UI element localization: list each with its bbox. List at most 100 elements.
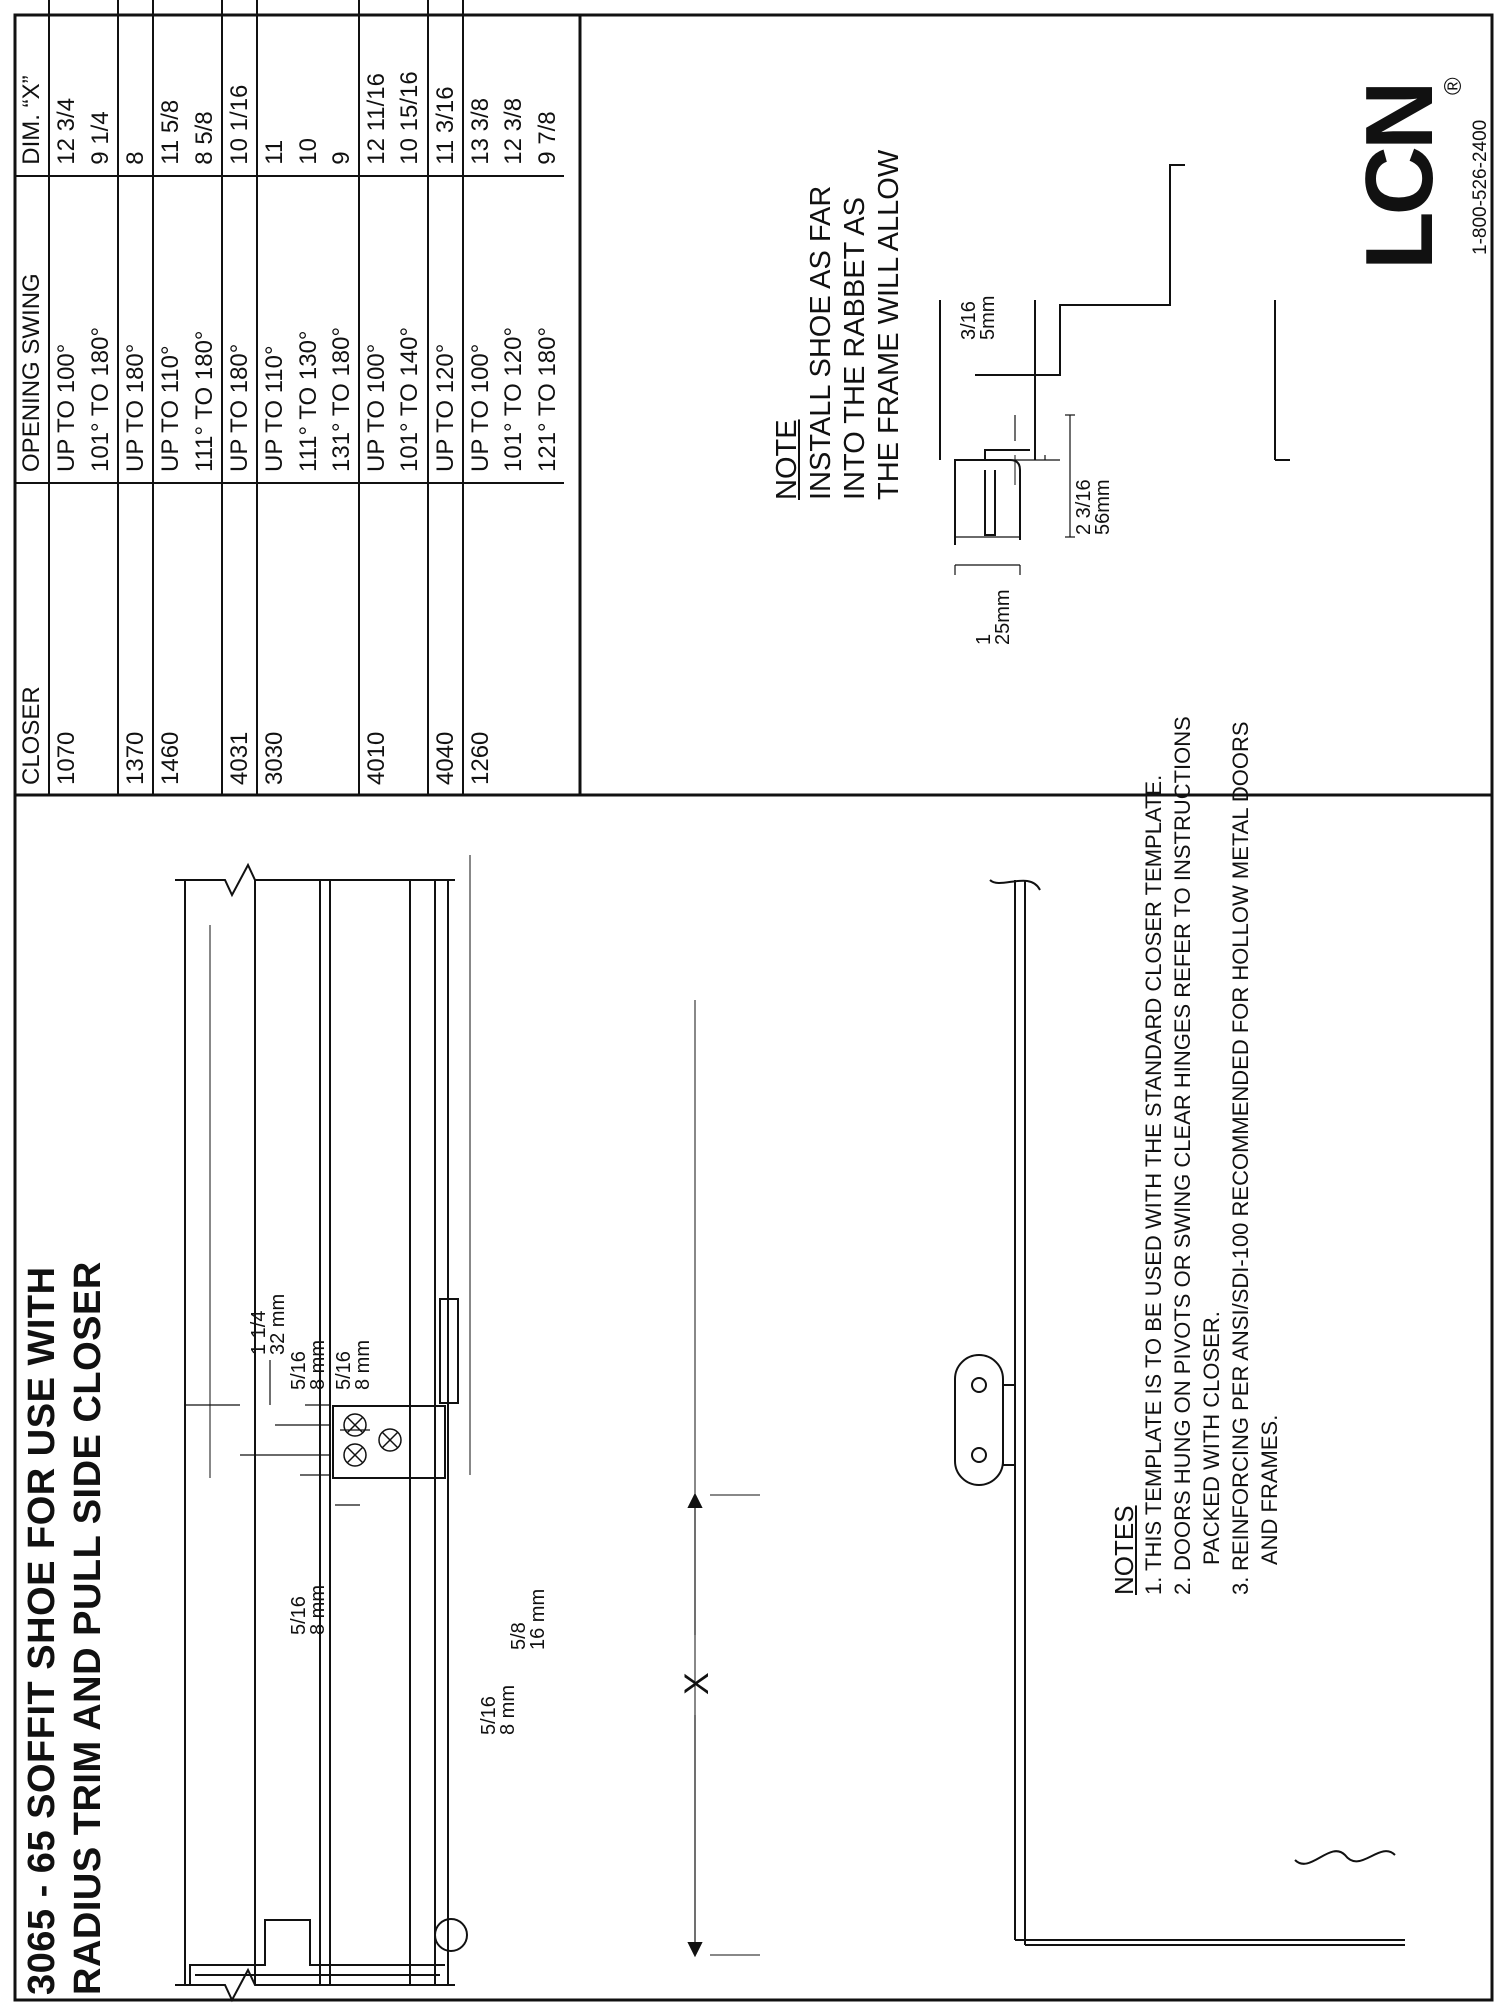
table-row: 121° TO 180°9 7/8 — [530, 0, 564, 795]
cell-opening-swing: 131° TO 180° — [324, 175, 359, 483]
cell-closer — [84, 483, 118, 795]
note-line-3: THE FRAME WILL ALLOW — [873, 149, 905, 500]
notes-item-2: 2.DOORS HUNG ON PIVOTS OR SWING CLEAR HI… — [1170, 716, 1195, 1595]
sheet-border — [13, 13, 1494, 2002]
cell-dim-x: 13 3/8 — [462, 0, 498, 176]
cell-dim-x: 9 7/8 — [530, 0, 564, 176]
cell-closer — [187, 483, 221, 795]
note-heading: NOTE — [771, 419, 803, 500]
cell-opening-swing: UP TO 120° — [427, 175, 463, 483]
cell-dim-x: 10 1/16 — [221, 0, 258, 176]
cell-opening-swing: 101° TO 140° — [393, 175, 428, 483]
cell-dim-x: 12 3/8 — [497, 0, 531, 176]
note-line-1: INSTALL SHOE AS FAR — [805, 185, 837, 500]
cell-opening-swing: UP TO 100° — [49, 175, 84, 483]
cell-opening-swing: 101° TO 120° — [497, 175, 531, 483]
cell-closer: 4010 — [358, 482, 394, 795]
cell-closer — [325, 483, 359, 795]
mounting-holes — [343, 1413, 402, 1467]
cell-opening-swing: 101° TO 180° — [83, 175, 118, 483]
notes-item-3-cont: AND FRAMES. — [1257, 1414, 1282, 1565]
notes-item-1: 1.THIS TEMPLATE IS TO BE USED WITH THE S… — [1141, 774, 1166, 1595]
cell-closer: 1070 — [49, 482, 84, 795]
header-dim-x: DIM. “X” — [15, 0, 50, 176]
cell-dim-x: 10 — [291, 0, 325, 176]
x-dimension-line — [694, 1000, 760, 1956]
header-closer: CLOSER — [18, 686, 46, 785]
shoe-plate — [209, 855, 471, 1479]
cell-opening-swing: 111° TO 130° — [291, 175, 325, 483]
lcn-phone: 1-800-526-2400 — [1470, 119, 1491, 255]
notes-block: NOTES 1.THIS TEMPLATE IS TO BE USED WITH… — [1109, 716, 1284, 1595]
cell-dim-x: 11 3/16 — [427, 0, 463, 176]
cell-closer: 4031 — [221, 482, 258, 795]
cell-opening-swing: UP TO 180° — [221, 175, 258, 483]
cell-dim-x: 12 11/16 — [358, 0, 394, 176]
cell-closer: 3030 — [257, 482, 292, 795]
table-row: 101° TO 120°12 3/8 — [497, 0, 531, 795]
table-row: 111° TO 180°8 5/8 — [187, 0, 222, 795]
cell-dim-x: 9 — [324, 0, 359, 176]
cell-dim-x: 8 5/8 — [187, 0, 222, 176]
shoe-dimension-lines — [954, 414, 1075, 575]
header-opening-swing: OPENING SWING — [15, 175, 50, 483]
cell-opening-swing: UP TO 110° — [153, 175, 188, 483]
table-row: 131° TO 180°9 — [324, 0, 359, 795]
cell-opening-swing: UP TO 180° — [117, 175, 154, 483]
cell-dim-x: 12 3/4 — [49, 0, 84, 176]
cell-closer: 1460 — [153, 482, 188, 795]
lcn-logo-wordmark: LCN — [1346, 84, 1453, 270]
lcn-logo: LCN — [1346, 84, 1453, 270]
hole-dimension-lines — [185, 1360, 370, 1506]
registered-mark: ® — [1440, 77, 1467, 95]
cell-opening-swing: 111° TO 180° — [187, 175, 222, 483]
dim-x-label: X — [678, 1672, 716, 1695]
cell-opening-swing: 121° TO 180° — [530, 175, 564, 483]
cell-closer: 1260 — [462, 482, 498, 795]
cell-closer: 4040 — [427, 482, 463, 795]
install-note: NOTE INSTALL SHOE AS FAR INTO THE RABBET… — [770, 150, 906, 500]
title-line-2: RADIUS TRIM AND PULL SIDE CLOSER — [67, 1261, 109, 1995]
cell-closer — [393, 483, 427, 795]
cell-dim-x: 10 15/16 — [393, 0, 428, 176]
cell-closer — [291, 483, 324, 795]
frame-plan-view — [954, 879, 1405, 1946]
table-row: 111° TO 130°10 — [291, 0, 325, 795]
cell-closer — [530, 483, 563, 795]
title-line-1: 3065 - 65 SOFFIT SHOE FOR USE WITH — [21, 1266, 63, 1995]
table-row: 101° TO 140°10 15/16 — [393, 0, 428, 795]
cell-dim-x: 8 — [117, 0, 154, 176]
cell-closer — [497, 483, 530, 795]
cell-dim-x: 11 — [257, 0, 292, 176]
table-row: 101° TO 180°9 1/4 — [83, 0, 118, 795]
cell-closer: 1370 — [117, 482, 154, 795]
cell-opening-swing: UP TO 110° — [257, 175, 292, 483]
cell-opening-swing: UP TO 100° — [358, 175, 394, 483]
cell-dim-x: 9 1/4 — [83, 0, 118, 176]
shoe-section-detail — [939, 164, 1290, 545]
cell-dim-x: 11 5/8 — [153, 0, 188, 176]
notes-heading: NOTES — [1109, 1505, 1139, 1595]
cell-opening-swing: UP TO 100° — [462, 175, 498, 483]
frame-elevation — [175, 862, 468, 2003]
notes-item-3: 3.REINFORCING PER ANSI/SDI-100 RECOMMEND… — [1228, 721, 1253, 1595]
note-line-2: INTO THE RABBET AS — [839, 197, 871, 500]
